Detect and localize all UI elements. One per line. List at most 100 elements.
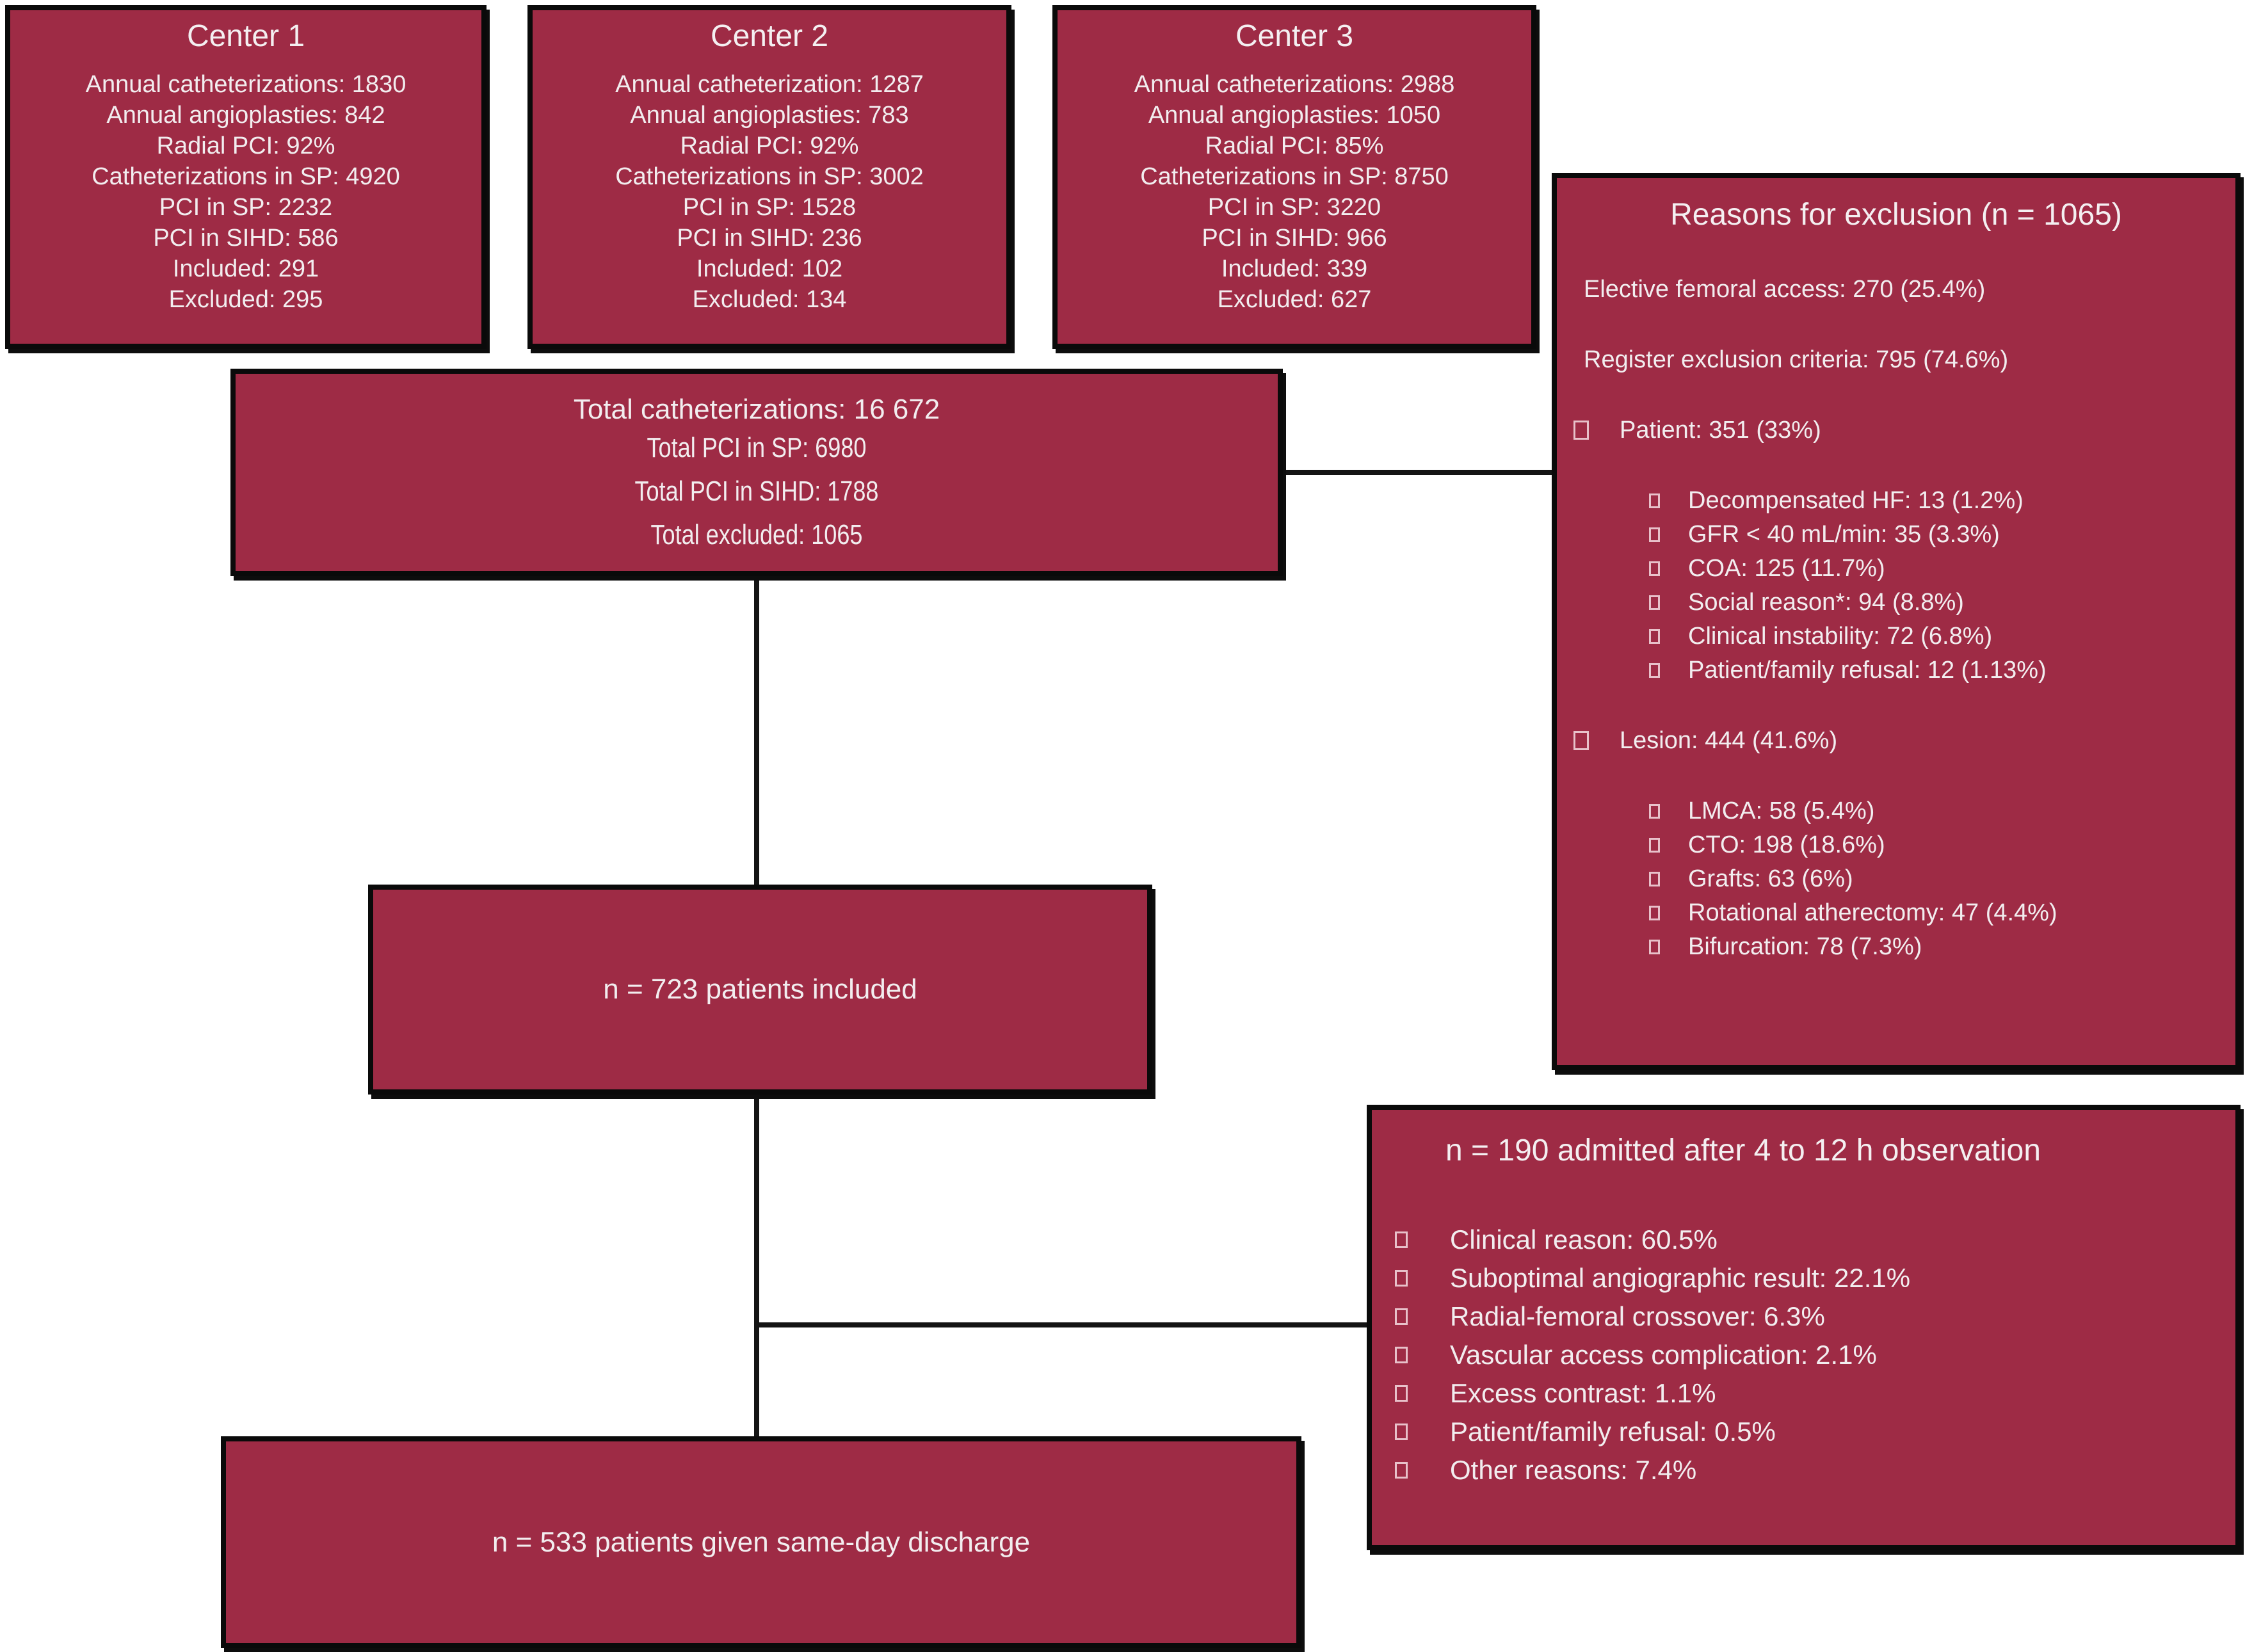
connector-total-to-included [754, 573, 759, 888]
checkbox-bullet-icon [1649, 871, 1660, 886]
exclusion-item-label: Bifurcation: 78 (7.3%) [1688, 933, 1922, 960]
checkbox-bullet-icon [1649, 595, 1660, 610]
exclusion-item-label: Elective femoral access: 270 (25.4%) [1584, 276, 1986, 303]
center3-stats: Annual catheterizations: 2988 Annual ang… [1058, 69, 1531, 315]
exclusion-item: CTO: 198 (18.6%) [1649, 831, 2235, 859]
included-patients-box: n = 723 patients included [368, 885, 1152, 1095]
exclusion-item: GFR < 40 mL/min: 35 (3.3%) [1649, 520, 2235, 549]
exclusion-item: Decompensated HF: 13 (1.2%) [1649, 486, 2235, 515]
checkbox-bullet-icon [1395, 1308, 1408, 1325]
exclusion-item: Patient: 351 (33%) [1573, 416, 2235, 444]
observation-item: Patient/family refusal: 0.5% [1395, 1416, 2235, 1447]
exclusion-item: LMCA: 58 (5.4%) [1649, 797, 2235, 825]
stat-line: Annual angioplasties: 783 [630, 102, 909, 129]
stat-line: Included: 291 [172, 255, 319, 282]
checkbox-bullet-icon [1649, 629, 1660, 644]
exclusion-item: Patient/family refusal: 12 (1.13%) [1649, 656, 2235, 684]
observation-item: Clinical reason: 60.5% [1395, 1224, 2235, 1255]
stat-line: Annual angioplasties: 1050 [1148, 102, 1441, 129]
stat-line: PCI in SP: 2232 [159, 194, 333, 221]
observation-item: Vascular access complication: 2.1% [1395, 1340, 2235, 1370]
checkbox-bullet-icon [1395, 1462, 1408, 1479]
stat-line: Annual catheterization: 1287 [615, 71, 924, 98]
observation-item-label: Patient/family refusal: 0.5% [1450, 1416, 1776, 1447]
center3-box: Center 3 Annual catheterizations: 2988 A… [1052, 5, 1536, 349]
totals-line: Total excluded: 1065 [650, 519, 863, 550]
stat-line: Catheterizations in SP: 4920 [92, 163, 400, 190]
exclusion-item: Elective femoral access: 270 (25.4%) [1584, 275, 2235, 303]
included-patients-label: n = 723 patients included [603, 974, 917, 1005]
center3-title: Center 3 [1235, 19, 1354, 53]
exclusion-item: Grafts: 63 (6%) [1649, 865, 2235, 893]
connector-total-to-exclusion [1280, 470, 1556, 475]
stat-line: Included: 102 [696, 255, 843, 282]
exclusion-item-label: LMCA: 58 (5.4%) [1688, 798, 1875, 824]
stat-line: Annual catheterizations: 1830 [85, 71, 406, 98]
stat-line: Included: 339 [1221, 255, 1368, 282]
checkbox-bullet-icon [1395, 1270, 1408, 1287]
stat-line: Radial PCI: 92% [156, 132, 335, 159]
exclusion-item-label: Decompensated HF: 13 (1.2%) [1688, 487, 2024, 514]
checkbox-bullet-icon [1395, 1231, 1408, 1248]
exclusion-item-label: Lesion: 444 (41.6%) [1620, 727, 1838, 754]
exclusion-item-label: Register exclusion criteria: 795 (74.6%) [1584, 346, 2009, 373]
center2-title: Center 2 [710, 19, 829, 53]
checkbox-bullet-icon [1395, 1347, 1408, 1363]
exclusion-item-label: Grafts: 63 (6%) [1688, 865, 1853, 892]
checkbox-bullet-icon [1649, 493, 1660, 508]
observation-item-label: Excess contrast: 1.1% [1450, 1378, 1716, 1408]
observation-item-label: Radial-femoral crossover: 6.3% [1450, 1301, 1825, 1331]
stat-line: Excluded: 134 [692, 286, 847, 313]
stat-line: PCI in SIHD: 236 [677, 225, 862, 252]
totals-box: Total catheterizations: 16 672 Total PCI… [230, 369, 1283, 576]
exclusion-item-label: Rotational atherectomy: 47 (4.4%) [1688, 899, 2057, 926]
stat-line: Annual catheterizations: 2988 [1134, 71, 1455, 98]
checkbox-bullet-icon [1649, 561, 1660, 576]
exclusion-item-label: GFR < 40 mL/min: 35 (3.3%) [1688, 521, 2000, 548]
observation-item-label: Vascular access complication: 2.1% [1450, 1340, 1877, 1370]
observation-item-label: Suboptimal angiographic result: 22.1% [1450, 1263, 1911, 1293]
observation-item: Radial-femoral crossover: 6.3% [1395, 1301, 2235, 1332]
exclusion-item: Bifurcation: 78 (7.3%) [1649, 933, 2235, 961]
totals-line: Total PCI in SIHD: 1788 [634, 476, 879, 507]
observation-item-label: Clinical reason: 60.5% [1450, 1224, 1718, 1255]
checkbox-bullet-icon [1649, 939, 1660, 954]
checkbox-bullet-icon [1649, 527, 1660, 542]
checkbox-bullet-icon [1573, 731, 1589, 750]
exclusion-item-label: Patient/family refusal: 12 (1.13%) [1688, 657, 2047, 684]
center1-box: Center 1 Annual catheterizations: 1830 A… [5, 5, 487, 349]
checkbox-bullet-icon [1649, 905, 1660, 920]
admitted-observation-box: n = 190 admitted after 4 to 12 h observa… [1367, 1105, 2241, 1550]
checkbox-bullet-icon [1573, 421, 1589, 440]
exclusion-item: COA: 125 (11.7%) [1649, 554, 2235, 582]
checkbox-bullet-icon [1649, 803, 1660, 819]
stat-line: Radial PCI: 85% [1205, 132, 1384, 159]
stat-line: Excluded: 627 [1217, 286, 1372, 313]
center2-box: Center 2 Annual catheterization: 1287 An… [527, 5, 1011, 349]
observation-item: Other reasons: 7.4% [1395, 1455, 2235, 1486]
stat-line: Catheterizations in SP: 3002 [615, 163, 924, 190]
center2-stats: Annual catheterization: 1287 Annual angi… [533, 69, 1006, 315]
stat-line: PCI in SIHD: 586 [153, 225, 339, 252]
exclusion-reasons-box: Reasons for exclusion (n = 1065) Electiv… [1552, 173, 2241, 1070]
exclusion-item: Rotational atherectomy: 47 (4.4%) [1649, 899, 2235, 927]
stat-line: Radial PCI: 92% [680, 132, 859, 159]
same-day-discharge-box: n = 533 patients given same-day discharg… [221, 1436, 1301, 1648]
observation-item: Excess contrast: 1.1% [1395, 1378, 2235, 1409]
exclusion-title: Reasons for exclusion (n = 1065) [1670, 198, 2122, 232]
admitted-observation-title: n = 190 admitted after 4 to 12 h observa… [1445, 1134, 2041, 1167]
checkbox-bullet-icon [1649, 837, 1660, 853]
center1-stats: Annual catheterizations: 1830 Annual ang… [10, 69, 481, 315]
totals-title: Total catheterizations: 16 672 [573, 394, 940, 425]
exclusion-item-label: CTO: 198 (18.6%) [1688, 831, 1885, 858]
stat-line: Catheterizations in SP: 8750 [1140, 163, 1449, 190]
connector-branch-to-observation [754, 1322, 1370, 1327]
checkbox-bullet-icon [1649, 662, 1660, 678]
exclusion-item-label: Social reason*: 94 (8.8%) [1688, 589, 1964, 616]
center1-title: Center 1 [186, 19, 305, 53]
stat-line: PCI in SP: 1528 [682, 194, 857, 221]
totals-line: Total PCI in SP: 6980 [647, 432, 867, 463]
stat-line: Excluded: 295 [168, 286, 323, 313]
exclusion-item: Social reason*: 94 (8.8%) [1649, 588, 2235, 616]
